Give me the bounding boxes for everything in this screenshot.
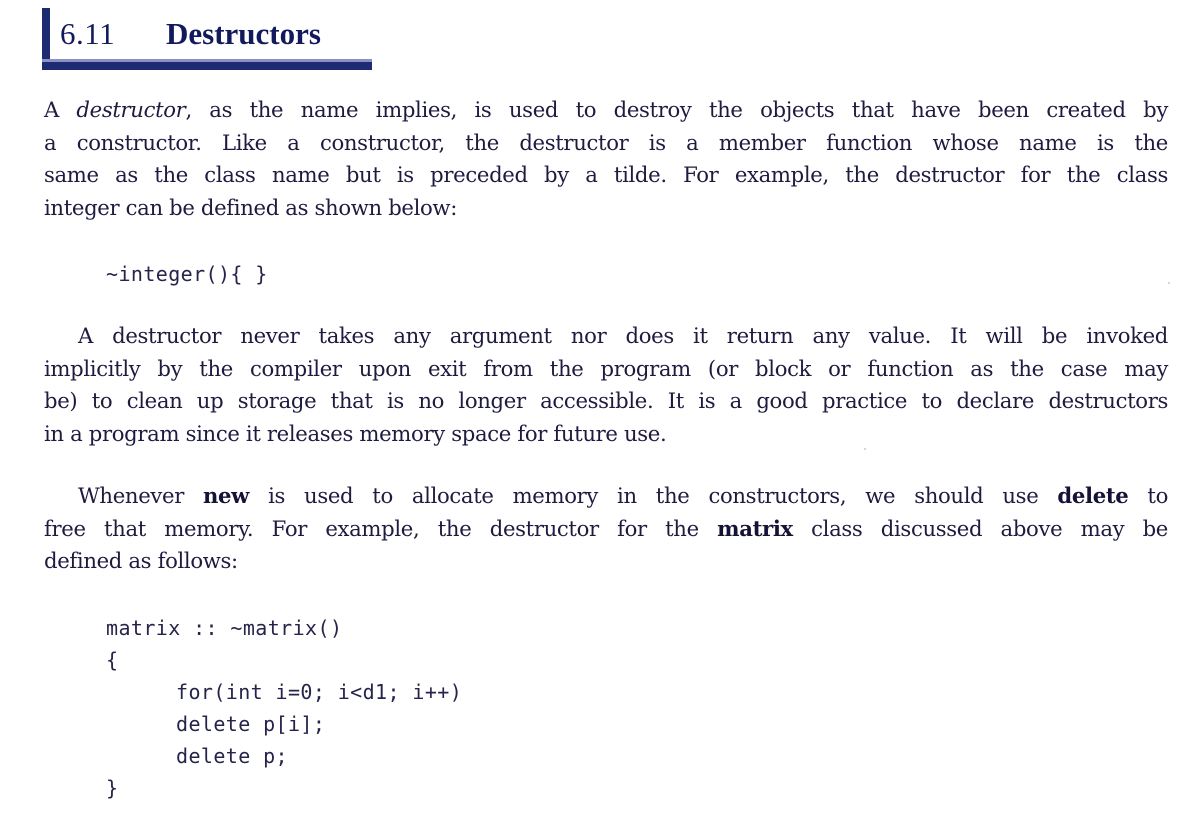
- text-run: class discussed above may be: [792, 515, 1168, 541]
- text-run: free that memory. For example, the destr…: [44, 515, 718, 541]
- heading-rule-shadow: [42, 59, 372, 62]
- bold-keyword-delete: delete: [1057, 483, 1129, 508]
- text-run: is used to allocate memory in the constr…: [249, 483, 1058, 508]
- paragraph-line: implicitly by the compiler upon exit fro…: [44, 355, 1168, 381]
- paragraph-line: in a program since it releases memory sp…: [44, 420, 667, 446]
- code-line: matrix :: ~matrix(): [106, 616, 343, 640]
- section-title: Destructors: [166, 16, 321, 51]
- text-run: Whenever: [78, 483, 203, 508]
- text-run: to: [1128, 483, 1168, 508]
- text-run: , as the name implies, is used to destro…: [185, 97, 1168, 122]
- code-line: {: [106, 648, 119, 672]
- bold-term-matrix: matrix: [717, 515, 793, 541]
- heading-rule-horizontal: [42, 62, 372, 70]
- paragraph-line: free that memory. For example, the destr…: [44, 513, 1168, 546]
- heading-rule-vertical: [42, 8, 50, 66]
- paragraph-line: A destructor, as the name implies, is us…: [44, 94, 1168, 127]
- bold-keyword-new: new: [203, 483, 250, 508]
- paragraph-line: Whenever new is used to allocate memory …: [44, 480, 1168, 513]
- paragraph-line: a constructor. Like a constructor, the d…: [44, 129, 1168, 155]
- code-integer-destructor: ~integer(){ }: [106, 262, 268, 286]
- paragraph-destructor-intro: A destructor, as the name implies, is us…: [44, 94, 1168, 224]
- paragraph-new-delete: Whenever new is used to allocate memory …: [44, 480, 1168, 578]
- scan-speck: [1168, 282, 1170, 284]
- paragraph-line: A destructor never takes any argument no…: [78, 323, 1168, 348]
- code-line: }: [106, 776, 119, 800]
- code-line: for(int i=0; i<d1; i++): [176, 680, 463, 704]
- paragraph-line: be) to clean up storage that is no longe…: [44, 388, 1168, 413]
- scan-speck: [864, 448, 866, 450]
- text-run: A: [44, 97, 77, 122]
- paragraph-line: integer can be defined as shown below:: [44, 194, 457, 220]
- section-heading: 6.11 Destructors: [42, 6, 372, 70]
- paragraph-line: same as the class name but is preceded b…: [44, 162, 1168, 187]
- paragraph-line: defined as follows:: [44, 548, 238, 573]
- paragraph-destructor-behavior: A destructor never takes any argument no…: [44, 320, 1168, 450]
- italic-term-destructor: destructor: [76, 97, 186, 122]
- code-line: delete p[i];: [176, 712, 326, 736]
- code-line: delete p;: [176, 744, 288, 768]
- section-number: 6.11: [60, 16, 116, 51]
